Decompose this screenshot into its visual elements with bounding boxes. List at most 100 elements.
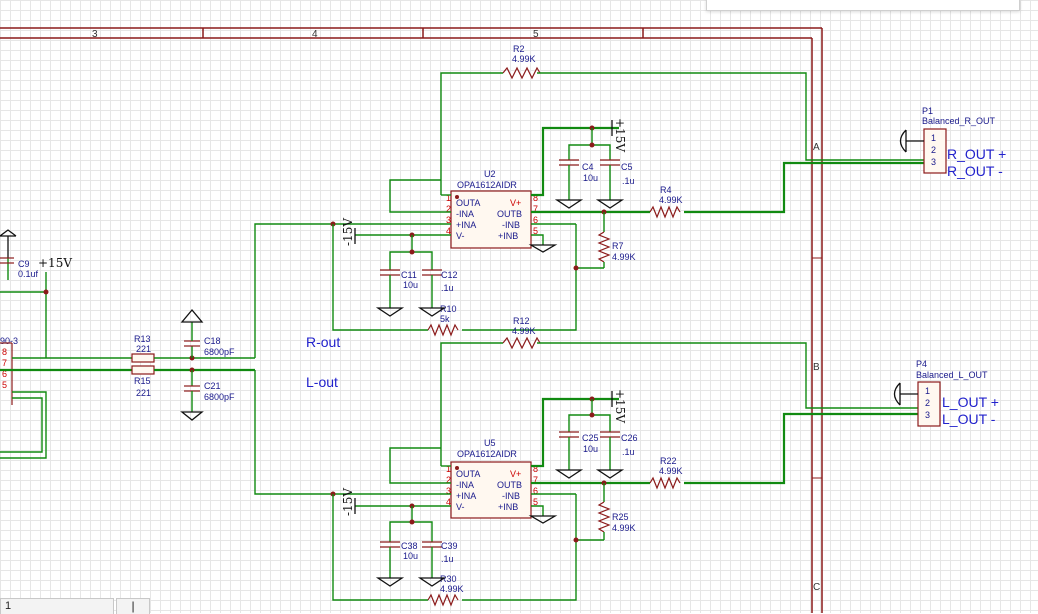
r2-ref: R2: [513, 44, 525, 54]
u2-pin-outa: OUTA: [456, 198, 480, 208]
net-label-l-out: L-out: [306, 374, 338, 390]
r12-body: [502, 336, 541, 350]
c12-value: .1u: [441, 283, 454, 293]
u5-pin-inb-pos: +INB: [498, 502, 518, 512]
net-label-r-out: R-out: [306, 334, 340, 350]
r12-value: 4.99K: [512, 326, 536, 336]
u5-pinnum-5: 5: [533, 497, 538, 507]
u5-ref: U5: [484, 438, 496, 448]
net-l-out-minus: L_OUT -: [942, 411, 996, 427]
r25-ref: R25: [612, 512, 629, 522]
top-dropdown-panel[interactable]: [706, 0, 1020, 11]
u2-vpos-label: +15V: [613, 118, 627, 152]
u2-pinnum-7: 7: [533, 204, 538, 214]
c5-value: .1u: [622, 176, 635, 186]
connector-p4[interactable]: P4 Balanced_L_OUT 1 2 3 L_OUT + L_OUT -: [893, 359, 999, 427]
r4-body: [649, 205, 681, 219]
r2-value: 4.99K: [512, 54, 536, 64]
u5-part: OPA1612AIDR: [457, 449, 517, 459]
u5-pinnum-6: 6: [533, 486, 538, 496]
left-pin-6: 6: [2, 369, 7, 379]
channel-l[interactable]: U5 OPA1612AIDR OUTA -INA +INA V- V+ OUTB…: [330, 389, 919, 607]
p4-body[interactable]: [917, 381, 941, 427]
u5-pinnum-8: 8: [533, 464, 538, 474]
r15-body: [131, 365, 155, 375]
u5-pinnum-1: 1: [446, 464, 451, 474]
r22-ref: R22: [660, 456, 677, 466]
u2-part: OPA1612AIDR: [457, 180, 517, 190]
u2-pinnum-6: 6: [533, 215, 538, 225]
r4-ref: R4: [660, 185, 672, 195]
r12-ref: R12: [513, 316, 530, 326]
c26-value: .1u: [622, 447, 635, 457]
c9-ref: C9: [18, 259, 30, 269]
r7-body: [597, 231, 611, 263]
frame-row-c: C: [813, 582, 820, 593]
c26-ref: C26: [621, 433, 638, 443]
u5-body[interactable]: [450, 461, 532, 519]
channel-r[interactable]: R2 4.99K U2 OPA1612AIDR OUTA -INA +INA V…: [330, 44, 925, 466]
c38-ref: C38: [401, 541, 418, 551]
u5-pinnum-4: 4: [446, 497, 451, 507]
r10-value: 5k: [440, 314, 450, 324]
u2-body[interactable]: [450, 190, 532, 249]
c39-value: .1u: [441, 554, 454, 564]
p1-body[interactable]: [923, 128, 947, 174]
c11-ref: C11: [401, 270, 417, 280]
p1-ground-icon: [899, 129, 924, 153]
p1-pin-3: 3: [931, 157, 936, 167]
c25-ref: C25: [582, 433, 599, 443]
r25-body: [597, 501, 611, 533]
c39-ref: C39: [441, 541, 458, 551]
p1-pin-2: 2: [931, 145, 936, 155]
r30-value: 4.99K: [440, 584, 464, 594]
status-bar: 1 |: [0, 598, 150, 614]
r22-body: [649, 476, 681, 490]
frame-col-5: 5: [533, 29, 539, 40]
status-button[interactable]: |: [116, 598, 150, 614]
r13-value: 221: [136, 344, 151, 354]
c18-ref: C18: [204, 336, 221, 346]
u2-pinnum-5: 5: [533, 226, 538, 236]
c12-ref: C12: [441, 270, 458, 280]
u5-pin-vpos: V+: [510, 469, 521, 479]
p4-ref: P4: [916, 359, 927, 369]
left-ref-partial: 90-3: [0, 336, 18, 346]
connector-p1[interactable]: P1 Balanced_R_OUT 1 2 3 R_OUT + R_OUT -: [899, 106, 1007, 179]
u2-pin-ina-neg: -INA: [456, 209, 474, 219]
u5-pin-ina-neg: -INA: [456, 480, 474, 490]
c21-ref: C21: [204, 381, 221, 391]
frame-row-a: A: [813, 142, 820, 153]
u2-pin-inb-pos: +INB: [498, 231, 518, 241]
r15-ref: R15: [134, 376, 151, 386]
u2-pinnum-2: 2: [446, 204, 451, 214]
c11-value: 10u: [403, 280, 418, 290]
u5-pinnum-2: 2: [446, 475, 451, 485]
r25-value: 4.99K: [612, 523, 636, 533]
left-pin-8: 8: [2, 347, 7, 357]
net-r-out-plus: R_OUT +: [947, 146, 1006, 162]
p1-ref: P1: [922, 106, 933, 116]
c25-value: 10u: [583, 444, 598, 454]
sheet-frame: 3 4 5 A B C: [0, 27, 823, 613]
r7-ref: R7: [612, 241, 624, 251]
c4-ref: C4: [582, 162, 594, 172]
u2-pinnum-8: 8: [533, 193, 538, 203]
u2-pin-outb: OUTB: [497, 209, 522, 219]
r22-value: 4.99K: [659, 466, 683, 476]
u5-pinnum-3: 3: [446, 486, 451, 496]
left-fragment[interactable]: C9 0.1uf +15V 90-3 8 7 6 5 R13 221 R15 2…: [0, 223, 333, 495]
pwr-label-left: +15V: [38, 256, 72, 270]
u5-pinnum-7: 7: [533, 475, 538, 485]
r7-value: 4.99K: [612, 252, 636, 262]
u2-pinnum-3: 3: [446, 215, 451, 225]
u5-pin-ina-pos: +INA: [456, 491, 476, 501]
status-field[interactable]: 1: [0, 598, 114, 614]
c21-value: 6800pF: [204, 392, 235, 402]
frame-col-3: 3: [92, 29, 98, 40]
u2-pin-vneg: V-: [456, 231, 465, 241]
p4-name: Balanced_L_OUT: [916, 370, 988, 380]
frame-col-4: 4: [312, 29, 318, 40]
u2-pin-vpos: V+: [510, 198, 521, 208]
